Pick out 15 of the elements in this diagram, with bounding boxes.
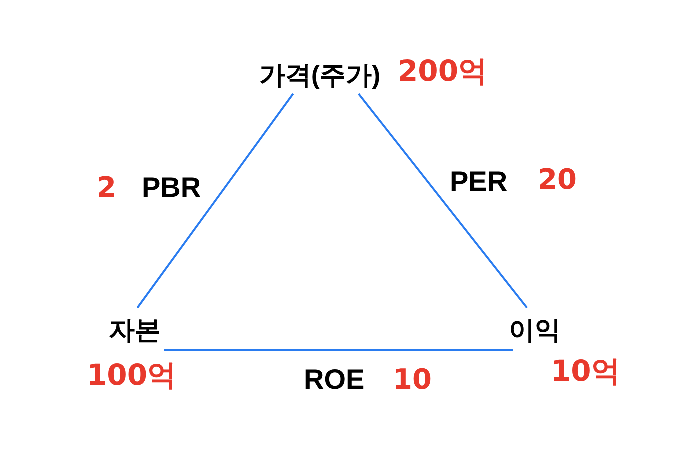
node-label: 자본 xyxy=(109,317,161,343)
edge-label: PER xyxy=(450,168,508,196)
node-label: 이익 xyxy=(509,317,561,343)
handwritten-note: 20 xyxy=(538,166,577,194)
handwritten-note: 100억 xyxy=(87,361,177,390)
handwritten-note: 200억 xyxy=(398,57,488,86)
handwritten-note: 10억 xyxy=(551,357,620,386)
node-label: 가격(주가) xyxy=(259,62,381,88)
handwritten-note: 2 xyxy=(97,174,116,202)
connector-line xyxy=(358,93,528,309)
connector-line xyxy=(164,349,513,351)
edge-label: ROE xyxy=(304,366,365,394)
connector-line xyxy=(136,93,294,309)
edge-label: PBR xyxy=(142,174,202,202)
handwritten-note: 10 xyxy=(393,366,432,394)
